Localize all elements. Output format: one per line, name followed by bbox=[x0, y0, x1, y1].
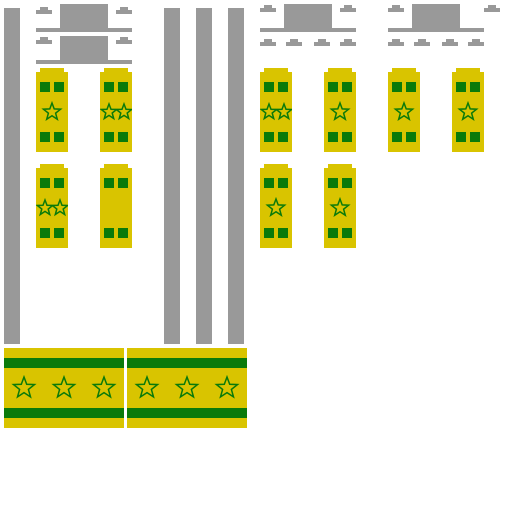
star-icon bbox=[260, 101, 279, 121]
banner-icon bbox=[4, 348, 124, 428]
patch-icon bbox=[100, 68, 132, 152]
roof-piece-1 bbox=[36, 4, 132, 32]
flag-banner bbox=[127, 348, 247, 428]
roof-piece-3 bbox=[260, 4, 356, 46]
patch-icon bbox=[100, 164, 132, 248]
roof-icon bbox=[388, 4, 484, 46]
uniform-patch bbox=[260, 164, 292, 248]
patch-icon bbox=[324, 68, 356, 152]
uniform-patch bbox=[388, 68, 420, 152]
star-icon bbox=[329, 196, 351, 218]
uniform-patch bbox=[100, 68, 132, 152]
star-icon bbox=[214, 374, 240, 399]
star-icon bbox=[91, 374, 117, 399]
uniform-patch bbox=[36, 164, 68, 248]
patch-icon bbox=[260, 164, 292, 248]
patch-icon bbox=[388, 68, 420, 152]
star-icon bbox=[265, 196, 287, 218]
patch-icon bbox=[324, 164, 356, 248]
roof-piece-4 bbox=[388, 4, 484, 46]
pole-2 bbox=[164, 8, 180, 344]
star-icon bbox=[329, 100, 351, 122]
roof-icon bbox=[36, 4, 132, 32]
star-icon bbox=[100, 101, 119, 121]
star-icon bbox=[114, 101, 132, 121]
pole-1 bbox=[4, 8, 20, 344]
uniform-patch bbox=[260, 68, 292, 152]
patch-icon bbox=[36, 68, 68, 152]
star-icon bbox=[274, 101, 292, 121]
uniform-patch bbox=[452, 68, 484, 152]
star-icon bbox=[393, 100, 415, 122]
star-icon bbox=[174, 374, 200, 399]
roof-icon bbox=[260, 4, 356, 46]
banner-icon bbox=[127, 348, 247, 428]
roof-piece-2 bbox=[36, 36, 132, 64]
pole-4 bbox=[228, 8, 244, 344]
star-icon bbox=[51, 374, 77, 399]
star-icon bbox=[457, 100, 479, 122]
star-icon bbox=[41, 100, 63, 122]
star-icon bbox=[11, 374, 37, 399]
flag-banner bbox=[4, 348, 124, 428]
star-icon bbox=[36, 197, 55, 217]
star-icon bbox=[134, 374, 160, 399]
uniform-patch bbox=[324, 164, 356, 248]
roof-piece-5 bbox=[484, 4, 500, 12]
uniform-patch bbox=[100, 164, 132, 248]
patch-icon bbox=[452, 68, 484, 152]
patch-icon bbox=[36, 164, 68, 248]
roof-icon bbox=[484, 5, 500, 12]
uniform-patch bbox=[324, 68, 356, 152]
roof-icon bbox=[36, 36, 132, 64]
uniform-patch bbox=[36, 68, 68, 152]
star-icon bbox=[50, 197, 68, 217]
patch-icon bbox=[260, 68, 292, 152]
pole-3 bbox=[196, 8, 212, 344]
